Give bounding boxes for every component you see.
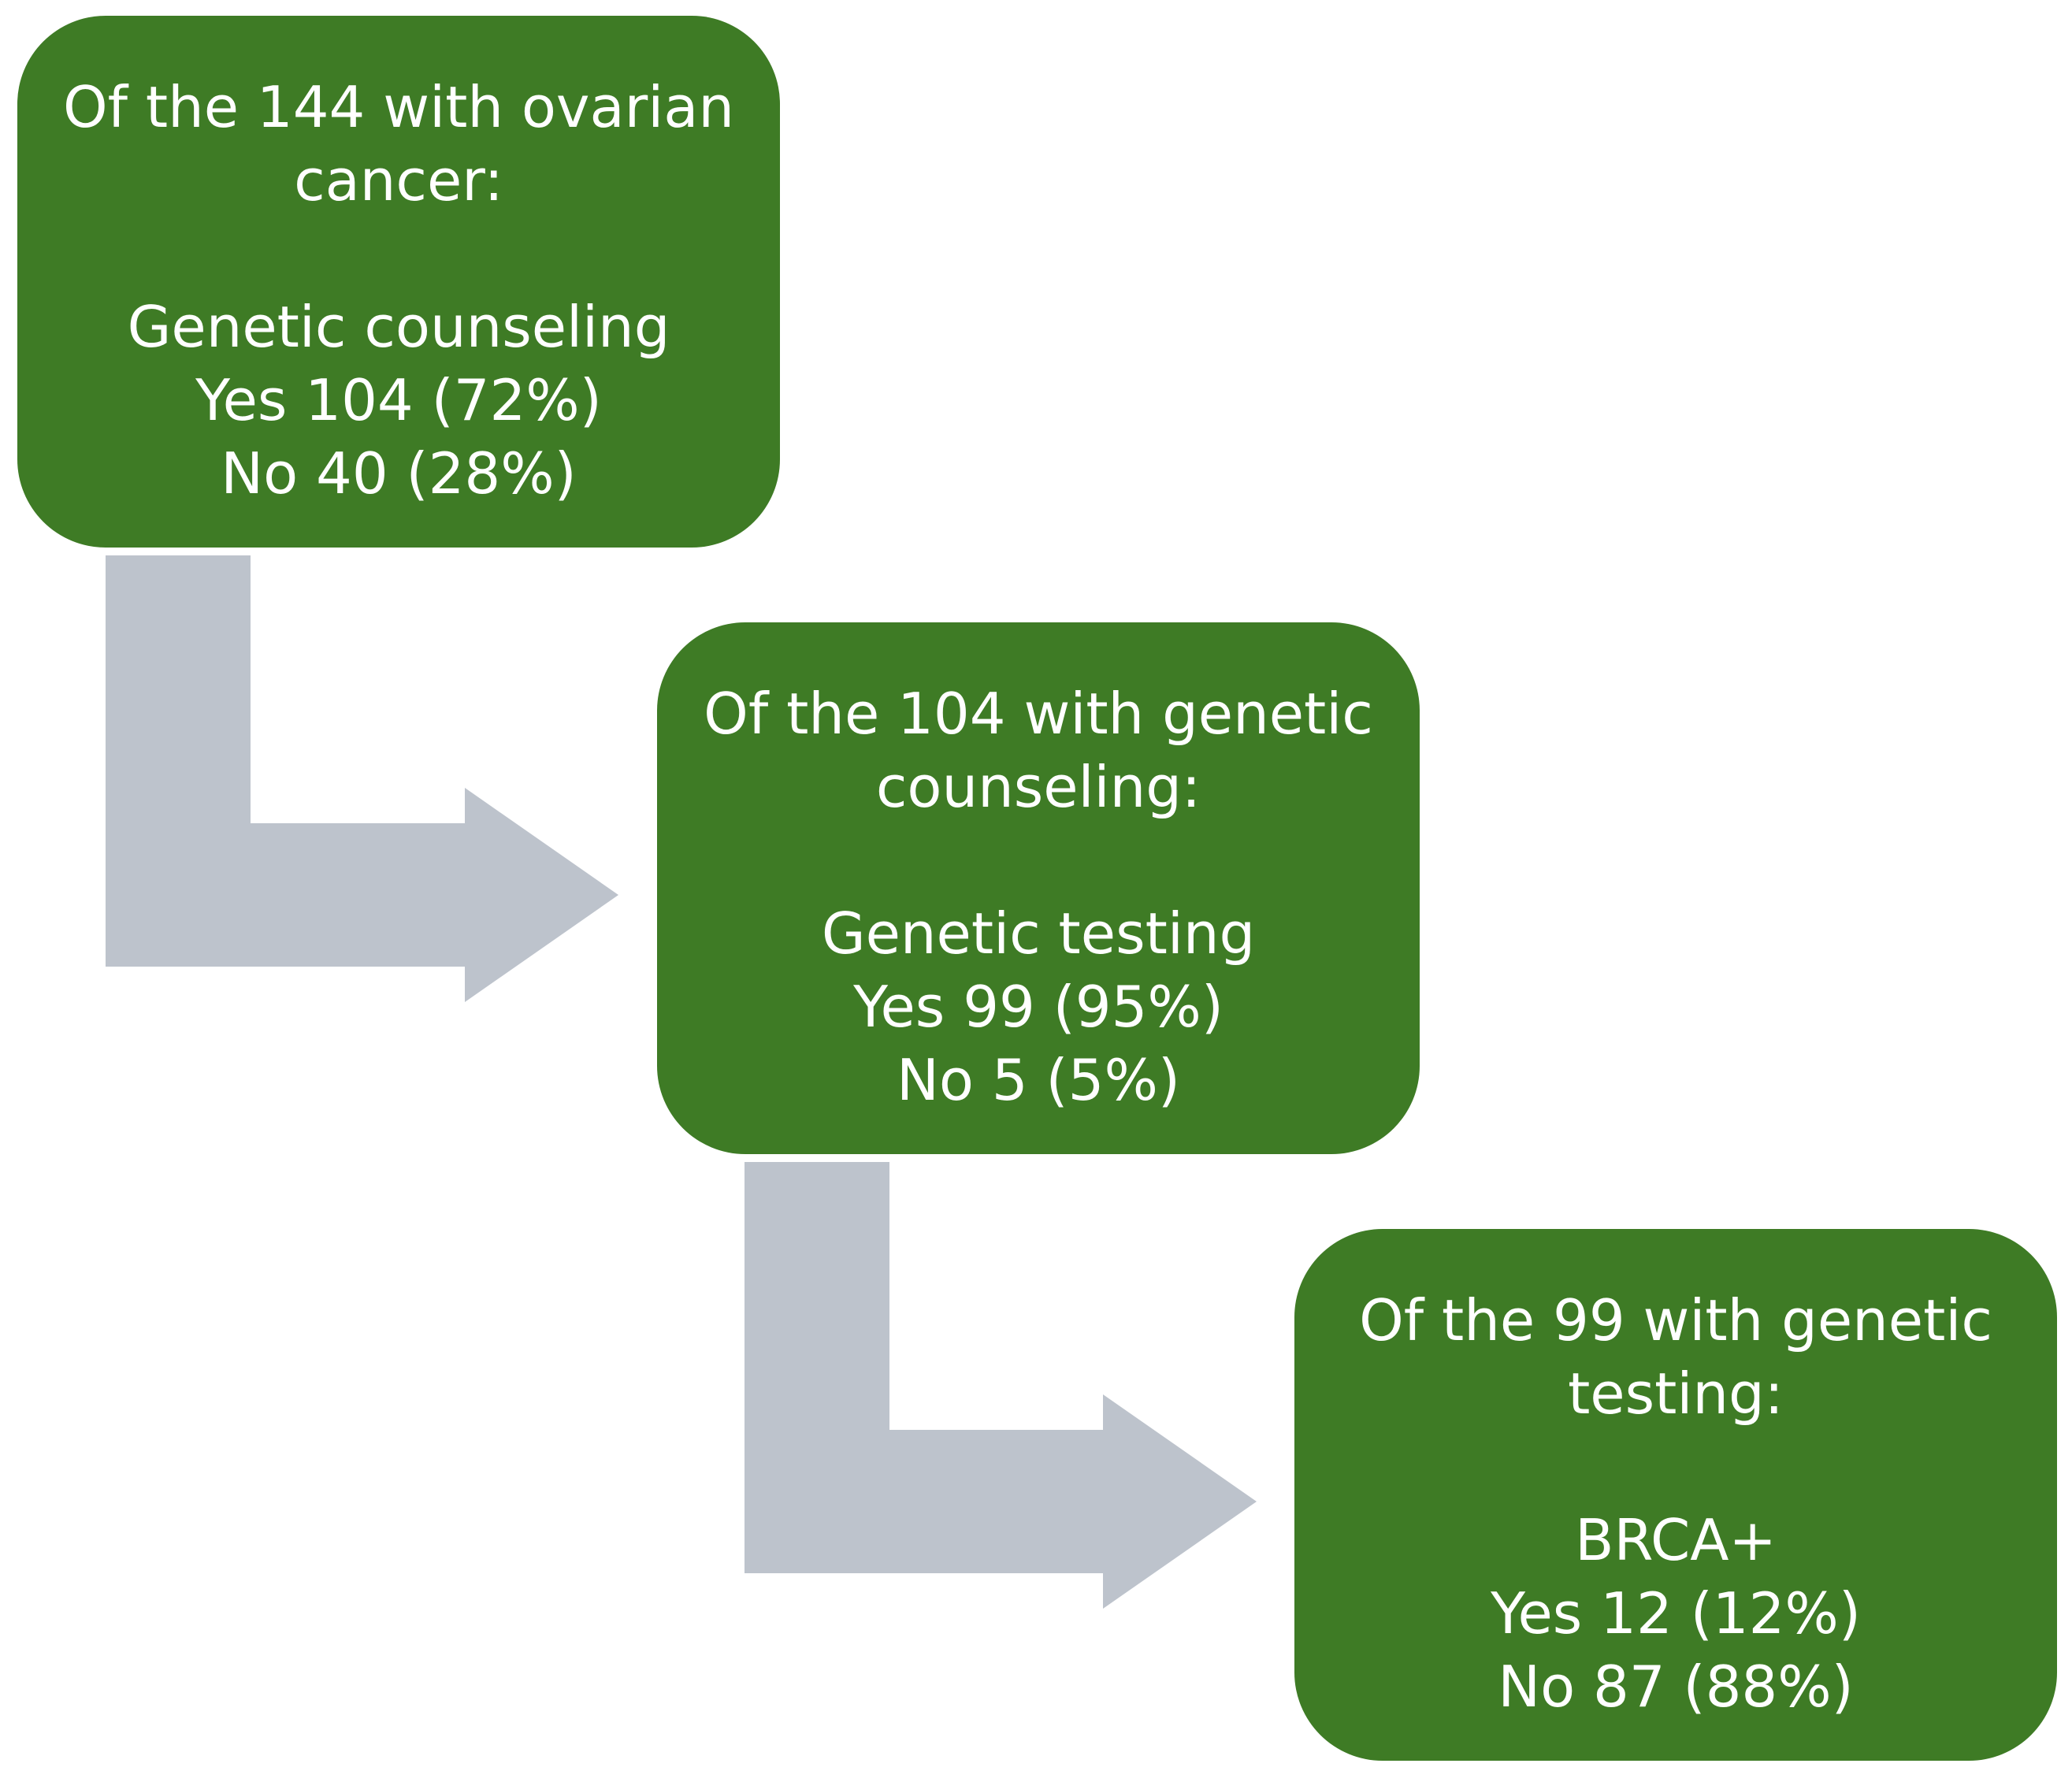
step-heading-line: Of the 144 with ovarian	[62, 74, 735, 140]
step-heading-line: Of the 99 with genetic	[1359, 1287, 1992, 1353]
step-heading-line: counseling:	[875, 754, 1201, 820]
step-yes-count: Yes 104 (72%)	[195, 367, 602, 433]
step-label: BRCA+	[1575, 1507, 1777, 1573]
step-heading-line: testing:	[1568, 1361, 1784, 1427]
bent-arrow-step2-to-step3	[745, 1162, 1257, 1609]
step-yes-count: Yes 99 (95%)	[853, 974, 1224, 1040]
step-label: Genetic counseling	[127, 294, 670, 360]
step-no-count: No 40 (28%)	[221, 440, 577, 507]
step-box-genetic-counseling: Of the 104 with genetic counseling: Gene…	[657, 622, 1420, 1154]
bent-arrow-step1-to-step2	[106, 555, 618, 1002]
step-yes-count: Yes 12 (12%)	[1491, 1580, 1861, 1646]
step-no-count: No 5 (5%)	[897, 1047, 1180, 1113]
step-heading-line: Of the 104 with genetic	[704, 681, 1373, 747]
step-heading-line: cancer:	[294, 147, 503, 213]
step-label: Genetic testing	[821, 900, 1256, 967]
step-box-genetic-testing: Of the 99 with genetic testing: BRCA+ Ye…	[1294, 1229, 2057, 1761]
step-box-ovarian-cancer: Of the 144 with ovarian cancer: Genetic …	[17, 16, 780, 548]
step-no-count: No 87 (88%)	[1498, 1654, 1854, 1720]
